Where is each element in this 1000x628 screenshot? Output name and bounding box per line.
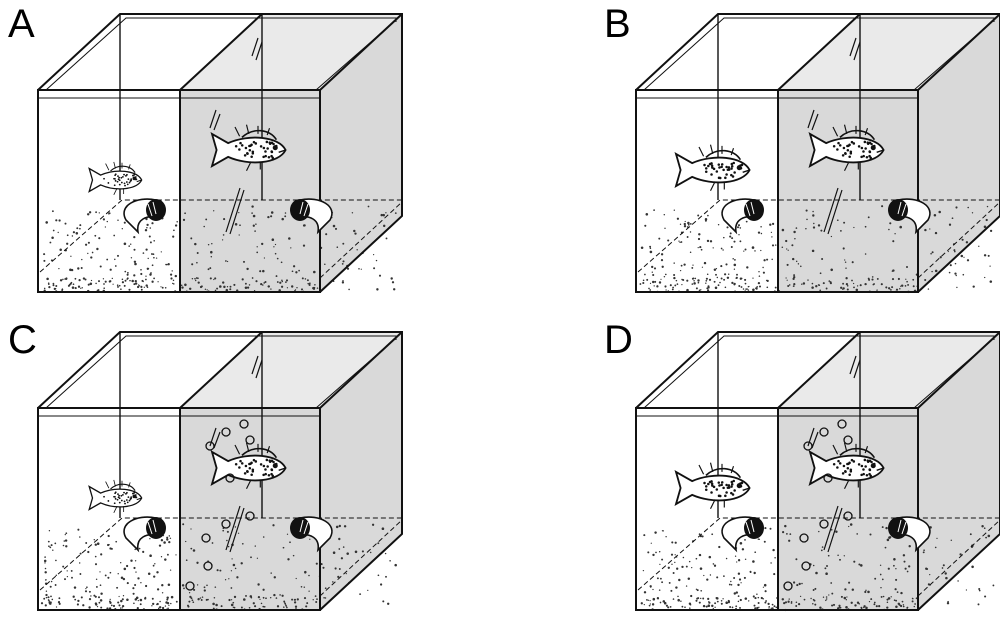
left-fish [89, 480, 141, 513]
figure: A B C D [0, 0, 1000, 614]
left-fish [676, 463, 750, 509]
left-fish [676, 145, 750, 191]
aquarium-b [628, 10, 1000, 310]
left-fish [89, 162, 141, 195]
aquarium-d [628, 328, 1000, 628]
panel-label-b: B [604, 4, 631, 44]
aquarium-c [30, 328, 410, 628]
aquarium-a [30, 10, 410, 310]
